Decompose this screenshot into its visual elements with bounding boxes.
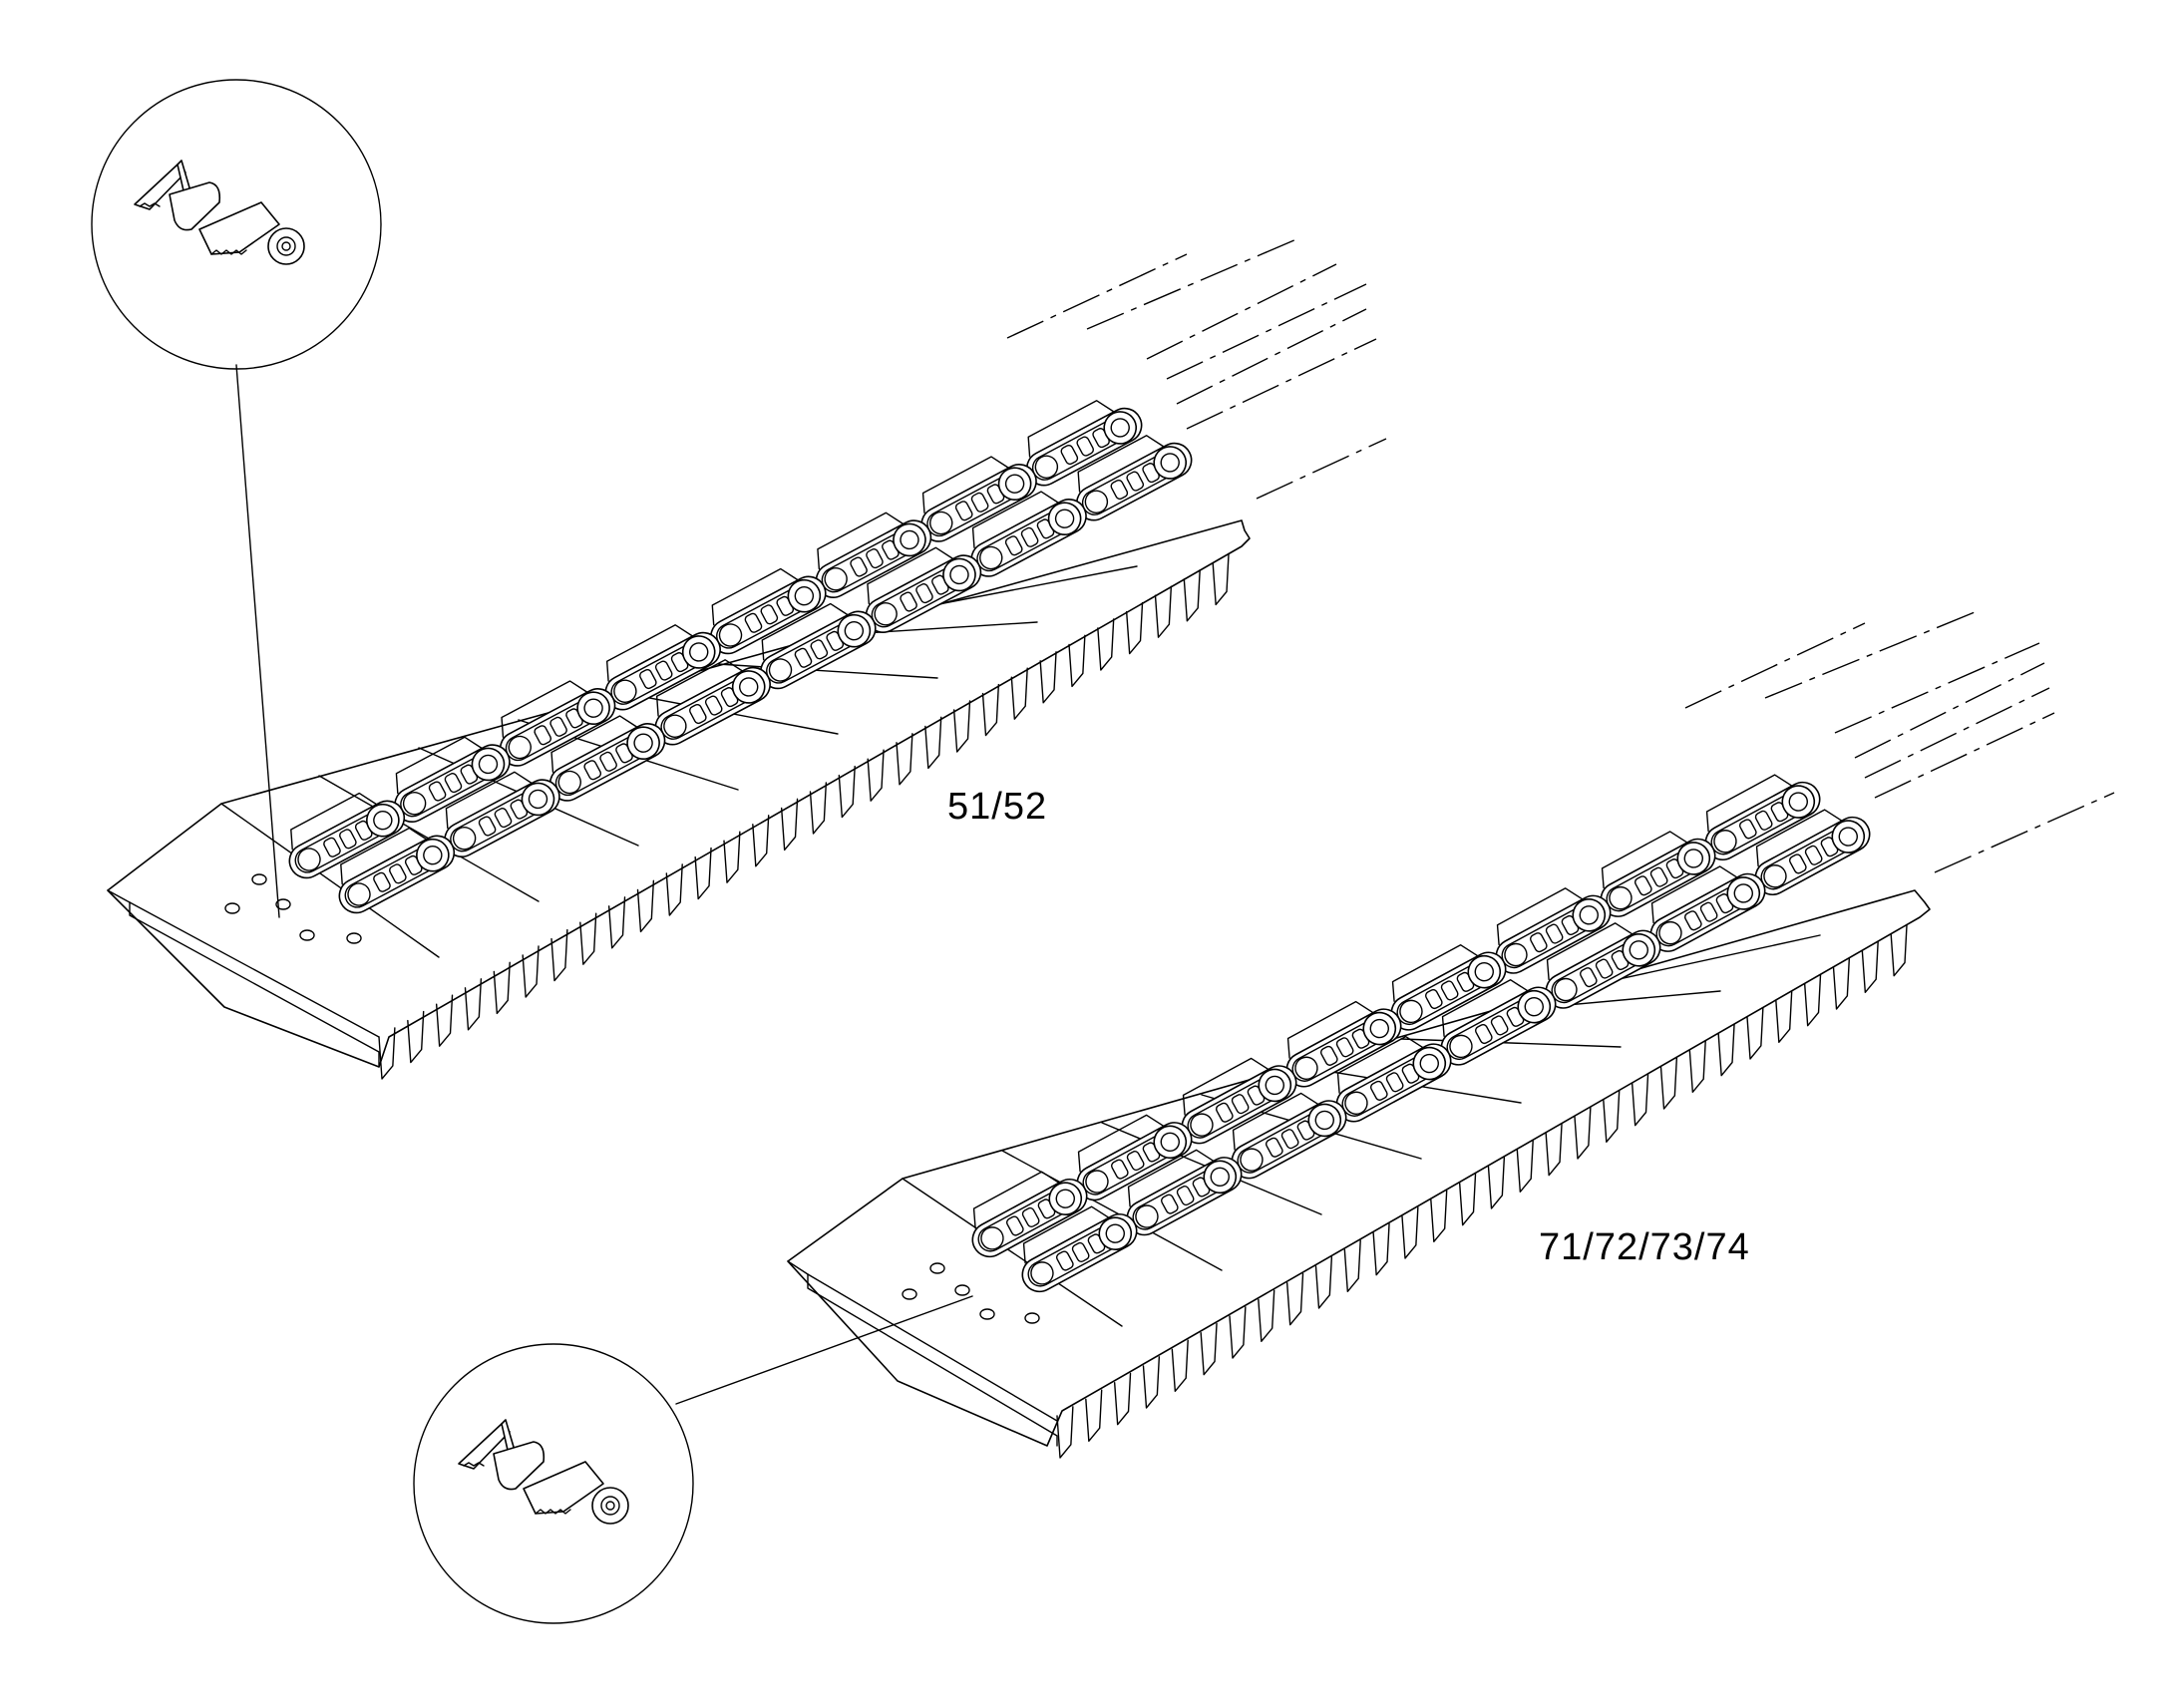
comb-tooth [1746,1007,1764,1060]
comb-tooth [1010,667,1028,720]
comb-tooth [1631,1073,1649,1127]
comb-tooth [694,847,712,900]
comb-tooth [838,765,856,819]
comb-tooth [1401,1206,1419,1259]
comb-tooth [1343,1239,1361,1293]
comb-tooth [752,815,770,867]
upper-chain-links [288,400,1193,914]
comb-tooth [464,978,483,1031]
rear-chain-link [1181,1057,1297,1145]
rear-chain-link [815,512,932,598]
detail-callout-upper [91,79,382,918]
comb-tooth [1200,1322,1218,1376]
front-chain-link [970,491,1087,577]
rear-chain-link [288,792,406,879]
comb-tooth [579,912,597,965]
comb-tooth [1212,552,1230,606]
comb-tooth [1516,1140,1534,1194]
lower-chain-assembly [787,609,2115,1459]
comb-tooth [1285,1272,1304,1326]
comb-tooth [1659,1057,1678,1110]
rear-chain-link [604,624,721,711]
rear-chain-link [1025,400,1143,487]
bolt-detail-icon [134,160,305,265]
comb-tooth [1861,940,1879,994]
comb-tooth [522,945,540,998]
comb-tooth [1458,1173,1477,1226]
comb-tooth [1545,1123,1563,1177]
comb-tooth [1183,569,1201,622]
front-chain-link [338,827,456,914]
comb-tooth [924,716,942,770]
part-number-label-lower: 71/72/73/74 [1539,1226,1750,1268]
rear-chain-link [710,567,827,655]
comb-tooth [1574,1107,1592,1160]
bolt-detail-icon [458,1419,629,1525]
front-chain-link [654,659,771,746]
rear-chain-link [1285,1000,1402,1088]
front-chain-link [1075,435,1193,521]
comb-tooth [1113,1372,1132,1426]
comb-tooth [435,994,454,1047]
comb-tooth [981,683,1000,737]
comb-tooth [1229,1306,1247,1359]
detail-callout-lower [413,1295,973,1624]
comb-tooth [1039,651,1057,704]
comb-tooth [550,928,568,982]
comb-tooth [952,700,971,753]
comb-tooth [636,879,655,933]
lower-base-plate [787,889,1931,1447]
comb-tooth [896,733,913,786]
comb-tooth [1832,957,1851,1010]
lower-comb-teeth [1056,923,1908,1459]
comb-tooth [493,961,511,1015]
comb-tooth [809,782,828,835]
comb-tooth [1717,1023,1735,1077]
front-chain-link [865,546,982,633]
comb-tooth [407,1010,425,1064]
comb-tooth [1068,634,1086,688]
comb-tooth [1890,923,1908,977]
comb-tooth [1372,1222,1390,1276]
comb-tooth [1430,1190,1448,1243]
upper-base-plate [107,519,1251,1068]
lower-chain-links [971,774,1871,1293]
comb-tooth [1487,1157,1506,1209]
comb-tooth [1097,618,1115,671]
rear-chain-link [971,1171,1088,1258]
front-chain-link [1021,1205,1138,1293]
upper-chain-assembly [107,238,1387,1080]
comb-tooth [1056,1406,1074,1459]
comb-tooth [1803,973,1822,1027]
comb-tooth [607,896,626,949]
rear-chain-link [1600,831,1716,917]
comb-tooth [378,1027,396,1080]
comb-tooth [1125,601,1144,655]
comb-tooth [1142,1356,1161,1409]
comb-tooth [1688,1040,1706,1094]
comb-tooth [1603,1090,1621,1144]
comb-tooth [1314,1256,1333,1309]
comb-tooth [1154,585,1173,638]
comb-tooth [780,798,799,852]
front-chain-link [1231,1092,1347,1180]
upper-comb-teeth [378,552,1230,1080]
part-number-label-upper: 51/52 [947,786,1048,828]
comb-tooth [1171,1339,1189,1393]
rear-chain-link [920,456,1037,542]
comb-tooth [723,831,741,883]
comb-tooth [665,863,683,916]
comb-tooth [1775,990,1793,1044]
front-chain-link [1545,922,1661,1009]
comb-tooth [1085,1389,1103,1443]
rear-chain-link [1704,774,1821,861]
comb-tooth [867,749,885,802]
comb-tooth [1258,1289,1275,1343]
rear-chain-link [1076,1114,1193,1201]
